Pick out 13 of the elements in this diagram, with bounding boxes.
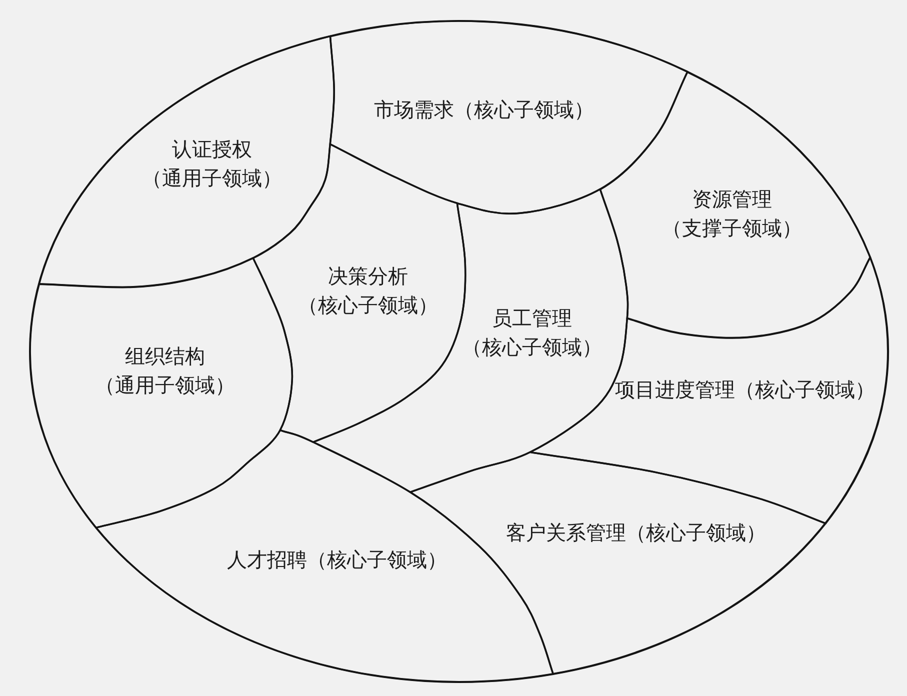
region [598, 70, 872, 339]
region-label: 人才招聘（核心子领域） [226, 546, 447, 574]
region-label: 市场需求（核心子领域） [374, 96, 594, 124]
region-label: 认证授权（通用子领域） [142, 136, 282, 192]
region-label: 组织结构（通用子领域） [94, 342, 235, 399]
region [328, 20, 688, 215]
region-label: 资源管理（支撑子领域） [662, 186, 802, 242]
region [28, 256, 294, 529]
region-label: 员工管理（核心子领域） [462, 304, 602, 361]
region-label: 项目进度管理（核心子领域） [614, 376, 875, 404]
region-label: 决策分析（核心子领域） [298, 262, 438, 319]
region-label: 客户关系管理（核心子领域） [506, 519, 766, 546]
ellipse [29, 20, 889, 683]
